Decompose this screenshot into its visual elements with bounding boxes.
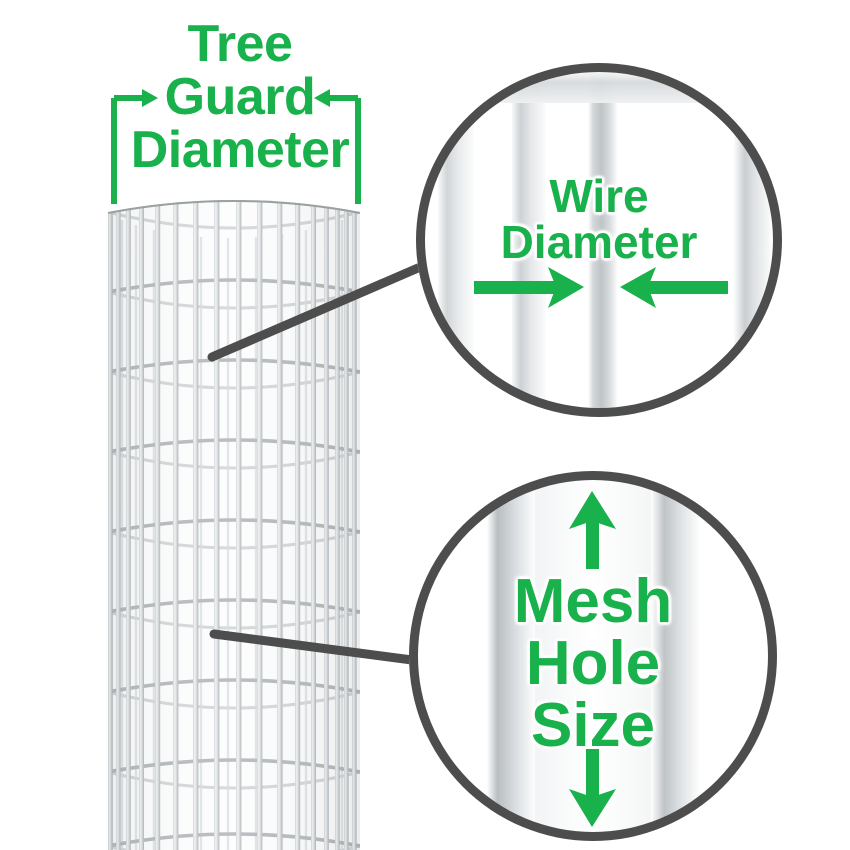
mesh-hole-down-arrow (569, 749, 616, 827)
label-line-2: Guard (164, 68, 316, 127)
mesh-label-line-3: Size (530, 691, 656, 760)
mesh-hole-size-label: Mesh Hole Size (409, 571, 777, 757)
wire-diameter-arrows (474, 267, 728, 308)
label-line-3: Diameter (130, 121, 350, 180)
arrow-down-icon (569, 749, 616, 827)
arrow-up-icon (569, 491, 616, 569)
mesh-label-line-2: Hole (525, 629, 661, 698)
callout-wire-diameter: Wire Diameter (416, 63, 782, 417)
arrow-right-icon (474, 267, 584, 308)
arrow-left-icon (620, 267, 728, 308)
wire-diameter-label: Wire Diameter (416, 173, 782, 265)
mesh-label-line-1: Mesh (513, 567, 673, 636)
wire-label-line-2: Diameter (500, 216, 698, 268)
wire-mesh-tree-guard-cylinder (106, 186, 362, 850)
mesh-hole-up-arrow (569, 491, 616, 569)
callout-mesh-hole-size: Mesh Hole Size (409, 471, 777, 841)
tree-guard-diameter-label: Tree Guard Diameter (0, 15, 480, 180)
callout-wire-magnified-view (416, 63, 782, 417)
wire-label-line-1: Wire (549, 170, 649, 222)
label-line-1: Tree (187, 15, 293, 73)
